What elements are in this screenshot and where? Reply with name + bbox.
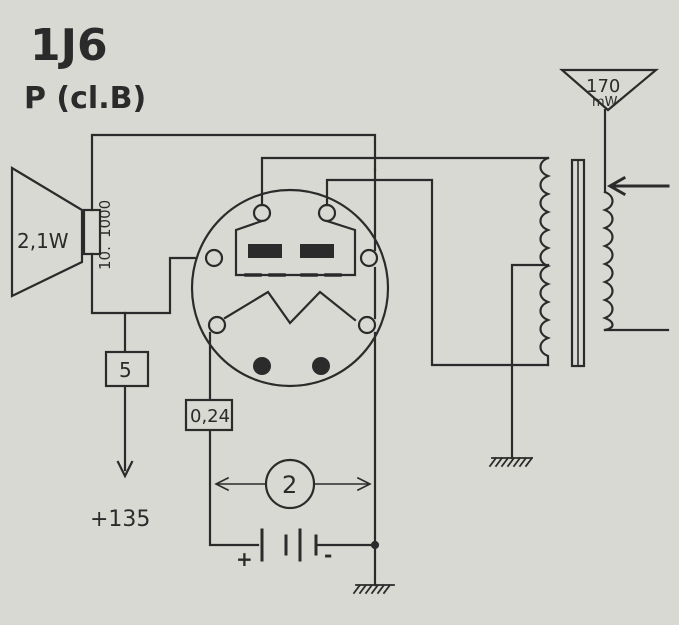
wire-bottom-left-2 <box>208 428 260 547</box>
secondary-coil <box>602 190 614 332</box>
cathode-dot-right <box>312 357 330 375</box>
speaker-resistance-top: 1000 <box>96 200 114 238</box>
resistor-024-label: 0,24 <box>190 406 230 427</box>
pin-bottom-right <box>357 315 377 335</box>
input-power-value: 170 <box>586 76 620 97</box>
wire-speaker-top <box>90 133 377 212</box>
supply-voltage: +135 <box>90 507 150 532</box>
cathode-dot-left <box>253 357 271 375</box>
primary-tap <box>510 263 550 460</box>
arrow-supply <box>116 460 134 479</box>
speaker-cone <box>10 166 84 298</box>
tube-envelope <box>190 188 390 388</box>
battery-minus: - <box>324 543 332 567</box>
dim-arrow-left <box>214 476 230 492</box>
resistor-5-box <box>104 350 150 388</box>
battery-plus: + <box>236 547 253 571</box>
pin-bottom-left <box>207 315 227 335</box>
ground-right <box>488 456 534 468</box>
plate-bracket <box>234 219 357 277</box>
plate-right-lead <box>325 178 550 367</box>
ground-bottom <box>352 583 395 595</box>
battery-node <box>370 540 380 550</box>
resistor-5-label: 5 <box>119 358 132 382</box>
plate-block-left <box>248 244 282 258</box>
input-triangle <box>559 68 660 112</box>
input-arrow-head <box>606 175 627 197</box>
primary-coil <box>539 156 551 367</box>
resistor-024-box <box>184 398 234 432</box>
circle-2-label: 2 <box>282 471 297 499</box>
pin-left <box>204 248 224 268</box>
tube-class-label: P (cl.B) <box>24 81 146 116</box>
plate-block-right <box>300 244 334 258</box>
filament <box>223 290 357 325</box>
circle-2 <box>264 458 316 510</box>
speaker-power-label: 2,1W <box>17 229 69 253</box>
speaker-resistance-bottom: 10. <box>96 246 114 270</box>
dim-arrow-right <box>356 476 372 492</box>
wire-speaker-bottom <box>90 252 212 315</box>
pin-top-left <box>252 203 272 223</box>
pin-top-right <box>317 203 337 223</box>
tube-type-title: 1J6 <box>30 20 108 71</box>
pin-right <box>359 248 379 268</box>
input-power-unit: mW <box>592 95 618 110</box>
plate-left-lead <box>260 156 550 207</box>
battery-plates <box>260 528 318 562</box>
